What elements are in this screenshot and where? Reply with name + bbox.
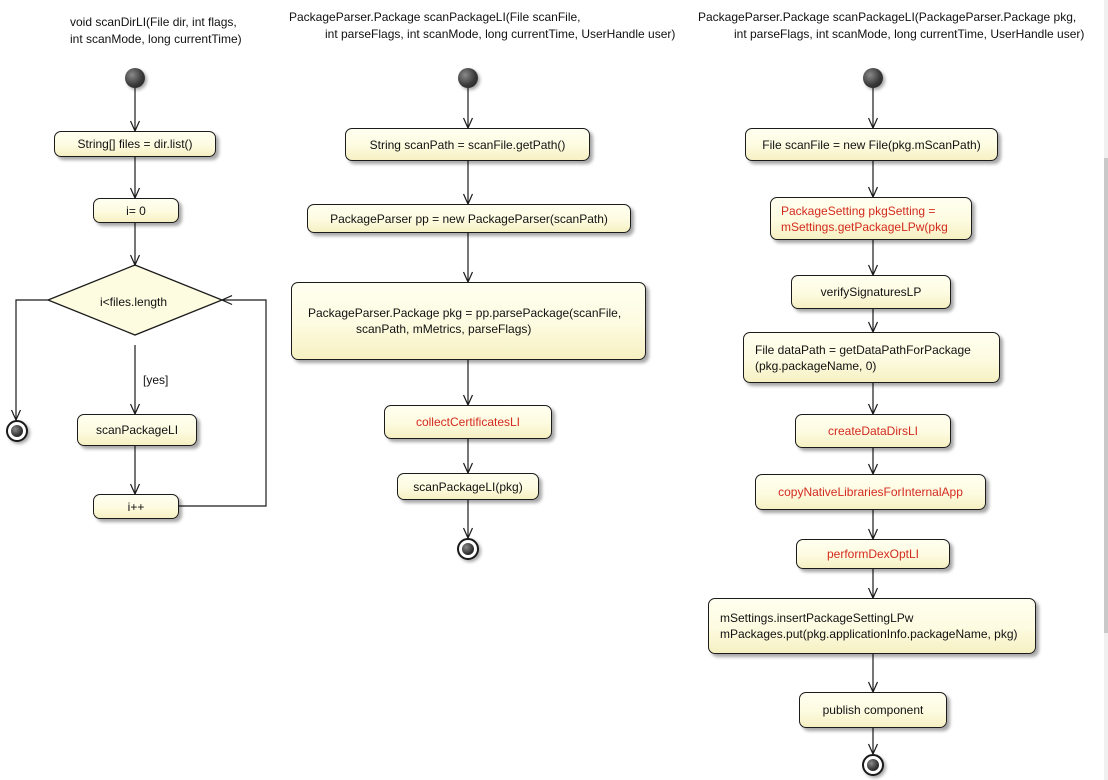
signature-scanpackageli-pkg: PackageParser.Package scanPackageLI(Pack…	[698, 10, 1085, 41]
action-create-data-dirs[interactable]: createDataDirsLI	[795, 414, 951, 448]
action-perform-dexopt[interactable]: performDexOptLI	[796, 539, 950, 569]
guard-yes: [yes]	[143, 373, 169, 387]
action-scanpackageli-pkg[interactable]: scanPackageLI(pkg)	[397, 473, 539, 500]
action-new-packageparser[interactable]: PackageParser pp = new PackageParser(sca…	[307, 204, 631, 233]
action-dir-list[interactable]: String[] files = dir.list()	[54, 131, 216, 157]
action-get-data-path[interactable]: File dataPath = getDataPathForPackage (p…	[743, 332, 1000, 383]
initial-node	[125, 68, 145, 88]
action-copy-native-libraries[interactable]: copyNativeLibrariesForInternalApp	[755, 474, 986, 510]
action-parse-package[interactable]: PackageParser.Package pkg = pp.parsePack…	[291, 282, 646, 360]
action-scanpackageli-call[interactable]: scanPackageLI	[77, 414, 197, 446]
signature-scanpackageli-file: PackageParser.Package scanPackageLI(File…	[289, 10, 676, 41]
arrow-head	[129, 254, 141, 267]
scrollbar-thumb[interactable]	[1104, 158, 1108, 633]
loop-edge	[179, 299, 267, 507]
action-verify-signatures[interactable]: verifySignaturesLP	[791, 275, 951, 309]
action-init-index[interactable]: i= 0	[93, 198, 179, 223]
final-node	[862, 754, 884, 776]
initial-node	[458, 68, 478, 88]
arrow-head	[220, 294, 233, 306]
final-node	[457, 538, 479, 560]
final-node	[6, 420, 28, 442]
action-insert-package-setting[interactable]: mSettings.insertPackageSettingLPw mPacka…	[708, 598, 1036, 654]
initial-node	[863, 68, 883, 88]
exit-edge	[15, 299, 48, 420]
action-get-scan-path[interactable]: String scanPath = scanFile.getPath()	[345, 128, 590, 161]
signature-scandirli: void scanDirLI(File dir, int flags, int …	[70, 15, 242, 46]
action-increment[interactable]: i++	[93, 494, 179, 519]
decision-label: i<files.length	[100, 295, 168, 309]
action-get-package-setting[interactable]: PackageSetting pkgSetting = mSettings.ge…	[770, 197, 972, 240]
action-publish-component[interactable]: publish component	[799, 692, 947, 728]
action-collect-certificates[interactable]: collectCertificatesLI	[384, 405, 552, 439]
decision-diamond[interactable]	[46, 264, 224, 336]
action-new-scan-file[interactable]: File scanFile = new File(pkg.mScanPath)	[745, 128, 998, 161]
